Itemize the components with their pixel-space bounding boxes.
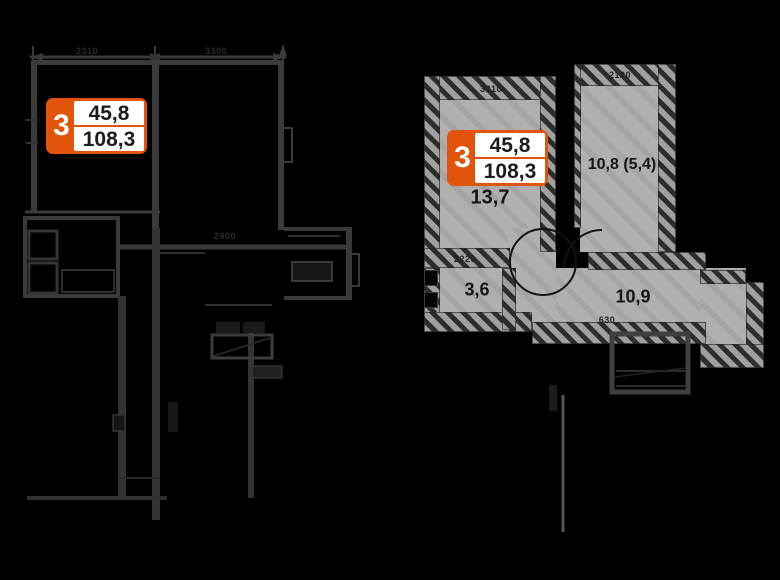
dim-label: 2220 bbox=[453, 254, 477, 264]
room-area bbox=[580, 86, 660, 252]
dim-label: 2400 bbox=[213, 231, 237, 241]
window-marker bbox=[424, 270, 438, 286]
dim-label: 3310 bbox=[479, 84, 503, 94]
wall-hatch bbox=[424, 248, 510, 268]
wall-hatch bbox=[588, 252, 706, 270]
wall-hatch bbox=[700, 344, 764, 368]
window-marker bbox=[424, 292, 438, 308]
badge-areas: 45,8 108,3 bbox=[475, 133, 545, 183]
door-swing-arc bbox=[563, 229, 603, 269]
badge-areas: 45,8 108,3 bbox=[74, 101, 144, 151]
wall-hatch bbox=[658, 64, 676, 252]
area-value-top: 45,8 bbox=[74, 101, 144, 127]
rooms-count-badge: 3 bbox=[53, 109, 70, 142]
dim-label: 630 bbox=[598, 315, 616, 325]
room-area-label: 3,6 bbox=[464, 279, 490, 300]
room-area bbox=[700, 282, 746, 354]
dim-label: 2310 bbox=[75, 46, 99, 56]
area-value-bottom: 108,3 bbox=[483, 159, 537, 183]
wall-hatch bbox=[574, 64, 676, 86]
apartment-badge[interactable]: 3 45,8 108,3 bbox=[46, 98, 147, 154]
room-area-label: 10,9 bbox=[615, 286, 651, 307]
wall-hatch bbox=[424, 76, 440, 252]
door-swing-arc bbox=[509, 228, 577, 296]
rooms-count-badge: 3 bbox=[454, 141, 471, 174]
wall-hatch bbox=[540, 76, 556, 252]
wall-hatch bbox=[700, 270, 746, 284]
area-value-top: 45,8 bbox=[475, 133, 545, 159]
wall-hatch bbox=[424, 76, 556, 100]
apartment-badge[interactable]: 3 45,8 108,3 bbox=[447, 130, 548, 186]
wall-hatch bbox=[574, 64, 581, 228]
area-value-bottom: 108,3 bbox=[82, 127, 136, 151]
dim-label: 3300 bbox=[204, 46, 228, 56]
neighbor-balcony-outline bbox=[609, 331, 691, 395]
left-floorplan[interactable]: 2310 3300 2400 3 45,8 108,3 bbox=[0, 0, 390, 580]
dim-label: 2120 bbox=[608, 70, 632, 80]
room-area-label: 10,8 (5,4) bbox=[587, 156, 657, 173]
room-area bbox=[440, 268, 502, 312]
room-area-label: 13,7 bbox=[470, 186, 510, 209]
wall-hatch bbox=[502, 268, 516, 330]
